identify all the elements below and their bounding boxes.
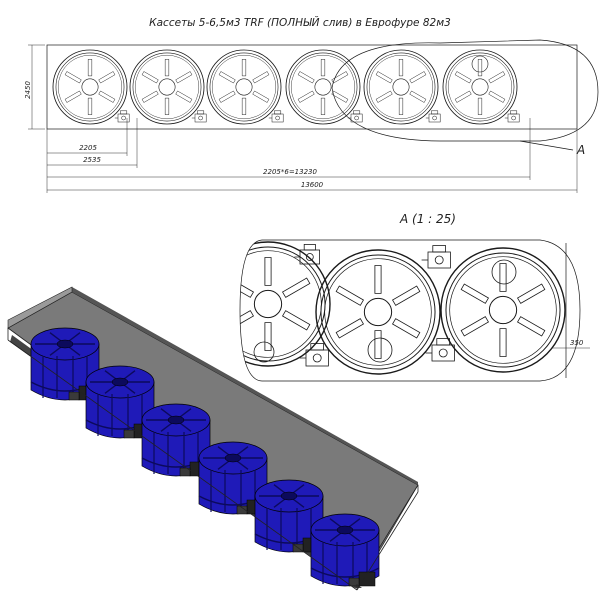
tank-icon bbox=[198, 441, 268, 515]
valve-icon bbox=[114, 110, 130, 123]
dim-wall-gap-label: 350 bbox=[570, 339, 584, 347]
wheel-spoke-icon bbox=[454, 59, 506, 115]
wheel-spoke-icon bbox=[240, 257, 311, 351]
dim-pitch-label: 2205 bbox=[79, 144, 97, 152]
valve-icon bbox=[504, 110, 520, 123]
isometric-view bbox=[7, 286, 419, 591]
valve-icon bbox=[421, 245, 451, 269]
valve-icon bbox=[347, 110, 363, 123]
bottom-dimensions: 2205 2535 2205*6=13230 13600 bbox=[46, 118, 578, 193]
detail-boundary bbox=[239, 239, 581, 382]
wheel-spoke-icon bbox=[460, 263, 546, 357]
dim-first-offset-label: 2535 bbox=[83, 156, 101, 164]
valve-icon bbox=[294, 243, 321, 265]
cassette-wheel bbox=[363, 49, 439, 125]
top-view: A 2450 2205 2535 2205*6=13230 13600 bbox=[24, 39, 599, 193]
detail-cassettes bbox=[240, 241, 566, 375]
callout-leader bbox=[519, 140, 574, 151]
tank-icon bbox=[310, 513, 380, 587]
cassette-row-top bbox=[52, 49, 520, 125]
wheel-spoke-icon bbox=[218, 59, 270, 115]
valve-icon bbox=[299, 343, 329, 367]
wheel-spoke-icon bbox=[375, 59, 427, 115]
cassette-wheel bbox=[52, 49, 128, 125]
valve-icon bbox=[425, 110, 441, 123]
valve-icon bbox=[425, 338, 455, 362]
wheel-spoke-icon bbox=[64, 59, 116, 115]
dim-height-label: 2450 bbox=[24, 81, 32, 99]
cassette-wheel bbox=[285, 49, 361, 125]
tank-row-iso bbox=[30, 327, 380, 587]
detail-cassette-wheel bbox=[440, 247, 566, 373]
detail-cassette-wheel bbox=[240, 241, 331, 367]
cassette-wheel bbox=[129, 49, 205, 125]
wheel-spoke-icon bbox=[297, 59, 349, 115]
container-back-edge bbox=[72, 287, 418, 485]
detail-cassette-wheel bbox=[315, 249, 441, 375]
callout-letter: A bbox=[576, 143, 585, 157]
dim-total-label: 2205*6=13230 bbox=[263, 168, 317, 176]
wheel-spoke-icon bbox=[141, 59, 193, 115]
detail-title: A (1 : 25) bbox=[399, 212, 456, 226]
valve-icon bbox=[268, 110, 284, 123]
cassette-wheel bbox=[206, 49, 282, 125]
wheel-spoke-icon bbox=[335, 265, 421, 359]
dim-overall-label: 13600 bbox=[301, 181, 324, 189]
tank-icon bbox=[254, 479, 324, 553]
drawing-title: Кассеты 5-6,5м3 TRF (ПОЛНЫЙ слив) в Евро… bbox=[149, 16, 451, 29]
tank-icon bbox=[30, 327, 100, 401]
container-outline-top bbox=[46, 44, 578, 130]
valve-icon bbox=[191, 110, 207, 123]
detail-callout-ellipse bbox=[331, 39, 599, 142]
detail-view: 350 bbox=[239, 239, 590, 382]
cassette-wheel bbox=[442, 49, 518, 125]
